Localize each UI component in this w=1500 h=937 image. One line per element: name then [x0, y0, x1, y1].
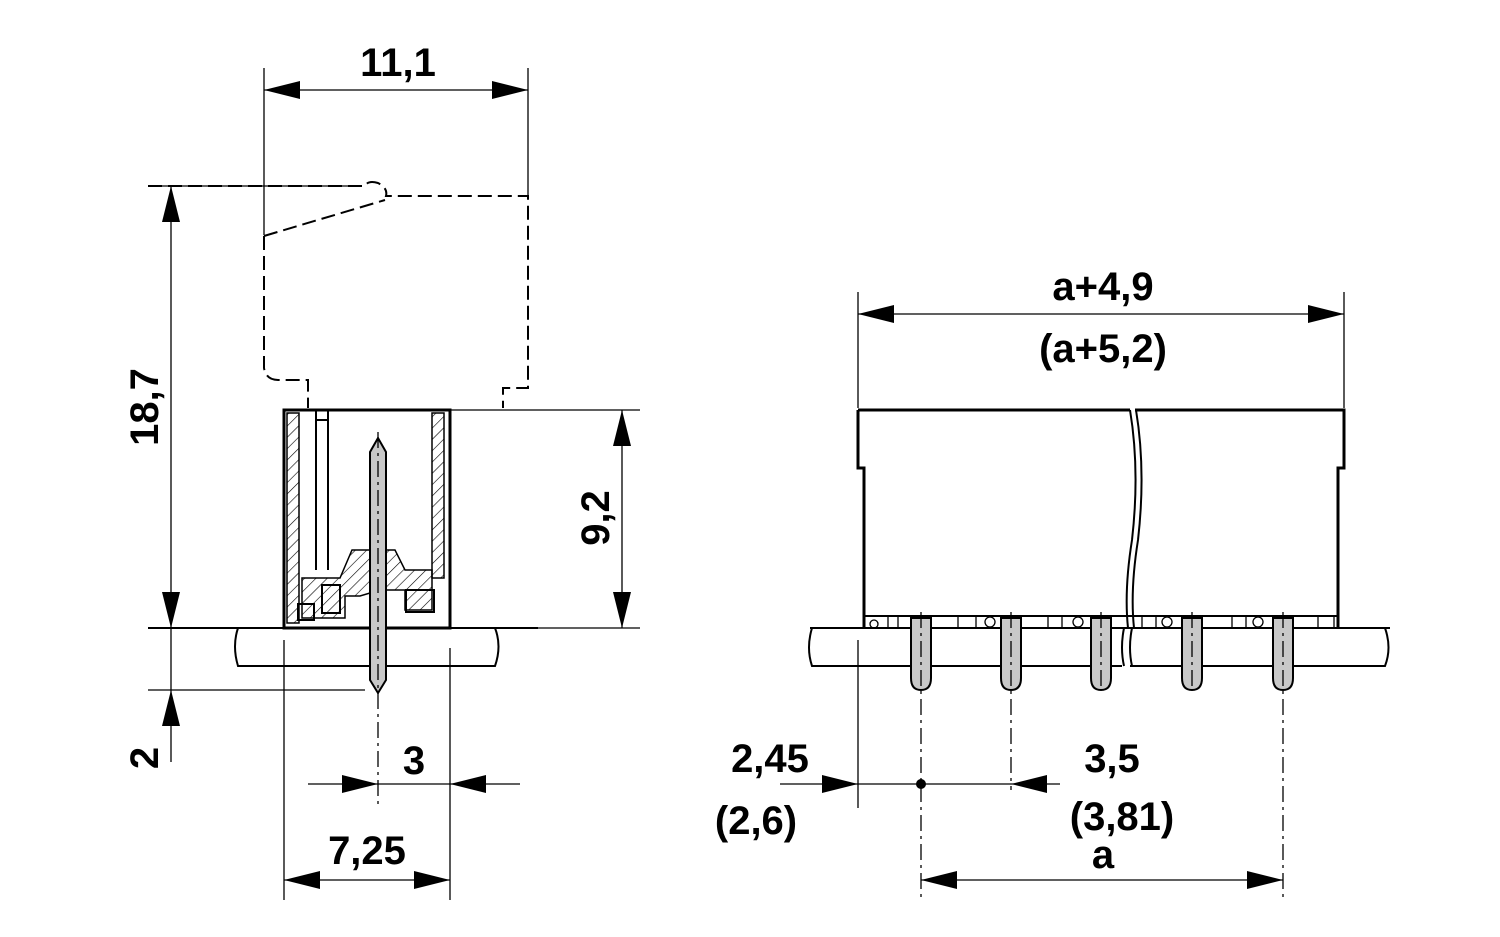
- dim-pitch: 3,5: [1084, 737, 1140, 781]
- dim-pin-span: a: [1092, 833, 1115, 877]
- dim-pitch-alt: (3,81): [1070, 795, 1175, 839]
- dim-edge-to-pin: 2,45: [731, 737, 809, 781]
- dim-overall-length-alt: (a+5,2): [1039, 327, 1167, 371]
- dim-pin-offset: 3: [403, 739, 425, 783]
- dim-header-height: 9,2: [574, 490, 618, 546]
- pins: [910, 612, 1294, 900]
- front-view: [780, 292, 1390, 900]
- dim-overall-length: a+4,9: [1052, 265, 1153, 309]
- dim-pin-below: 2: [123, 747, 167, 769]
- side-view: [148, 68, 640, 900]
- dim-edge-to-pin-alt: (2,6): [715, 799, 797, 843]
- dim-side-width: 11,1: [360, 41, 436, 85]
- dim-base-width: 7,25: [328, 829, 406, 873]
- dim-total-height: 18,7: [123, 368, 167, 446]
